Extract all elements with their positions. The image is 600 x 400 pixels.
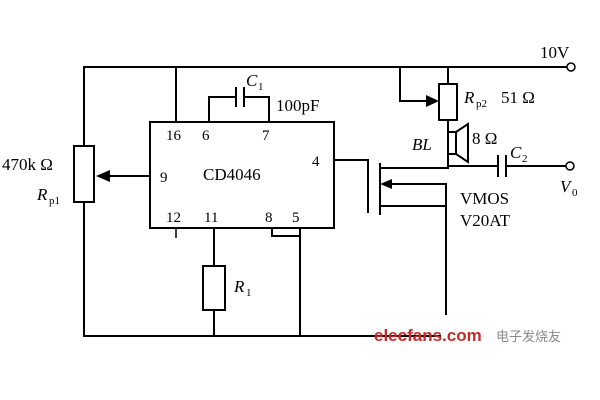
c1-subscript: 1 [258, 81, 264, 93]
output-terminal [565, 161, 575, 171]
pin-11: 11 [204, 210, 218, 226]
speaker-value: 8 Ω [472, 129, 497, 148]
supply-label: 10V [540, 43, 570, 62]
rp1-value: 470k Ω [2, 155, 53, 174]
r1-label: R [233, 277, 245, 296]
pin-8: 8 [265, 210, 273, 226]
r1-resistor [202, 265, 226, 311]
pin8-wire [271, 227, 301, 237]
ic-name: CD4046 [203, 165, 261, 184]
rp1-resistor [73, 145, 95, 203]
speaker-label: BL [412, 135, 432, 154]
rp2-value: 51 Ω [501, 88, 535, 107]
rp2-subscript: p2 [476, 98, 487, 110]
pin-16: 16 [166, 128, 182, 144]
c1-label: C [246, 71, 258, 90]
transistor-line2: V20AT [460, 211, 511, 230]
pin-12: 12 [166, 210, 181, 226]
pin6-wire [208, 96, 237, 123]
speaker-cone [455, 122, 469, 164]
pin-4: 4 [312, 154, 320, 170]
c2-label: C [510, 143, 522, 162]
pin-7: 7 [262, 128, 270, 144]
cd4046-ic [149, 121, 335, 229]
rp2-wiper-wire [399, 66, 428, 102]
pin-6: 6 [202, 128, 210, 144]
transistor-line1: VMOS [460, 189, 509, 208]
watermark-brand: elecfans.com [374, 326, 482, 345]
r1-subscript: 1 [246, 287, 252, 299]
output-label: V [560, 177, 573, 196]
c2-subscript: 2 [522, 153, 528, 165]
rp2-resistor [438, 83, 458, 121]
pin4-gate-wire [333, 159, 369, 213]
supply-terminal [566, 62, 576, 72]
rp1-wiper-arrow [96, 170, 110, 182]
rp2-label: R [463, 88, 475, 107]
pin7-wire [243, 96, 270, 123]
watermark-cn: 电子发烧友 [496, 329, 561, 345]
rp2-wiper-arrow [426, 95, 439, 107]
speaker-coil [447, 131, 457, 155]
output-subscript: 0 [572, 187, 578, 199]
rp1-label: R [36, 185, 48, 204]
rp1-subscript: p1 [49, 195, 60, 207]
pin-9: 9 [160, 170, 168, 186]
mosfet-arrow [380, 179, 392, 189]
pin-5: 5 [292, 210, 300, 226]
c1-value: 100pF [276, 96, 319, 115]
